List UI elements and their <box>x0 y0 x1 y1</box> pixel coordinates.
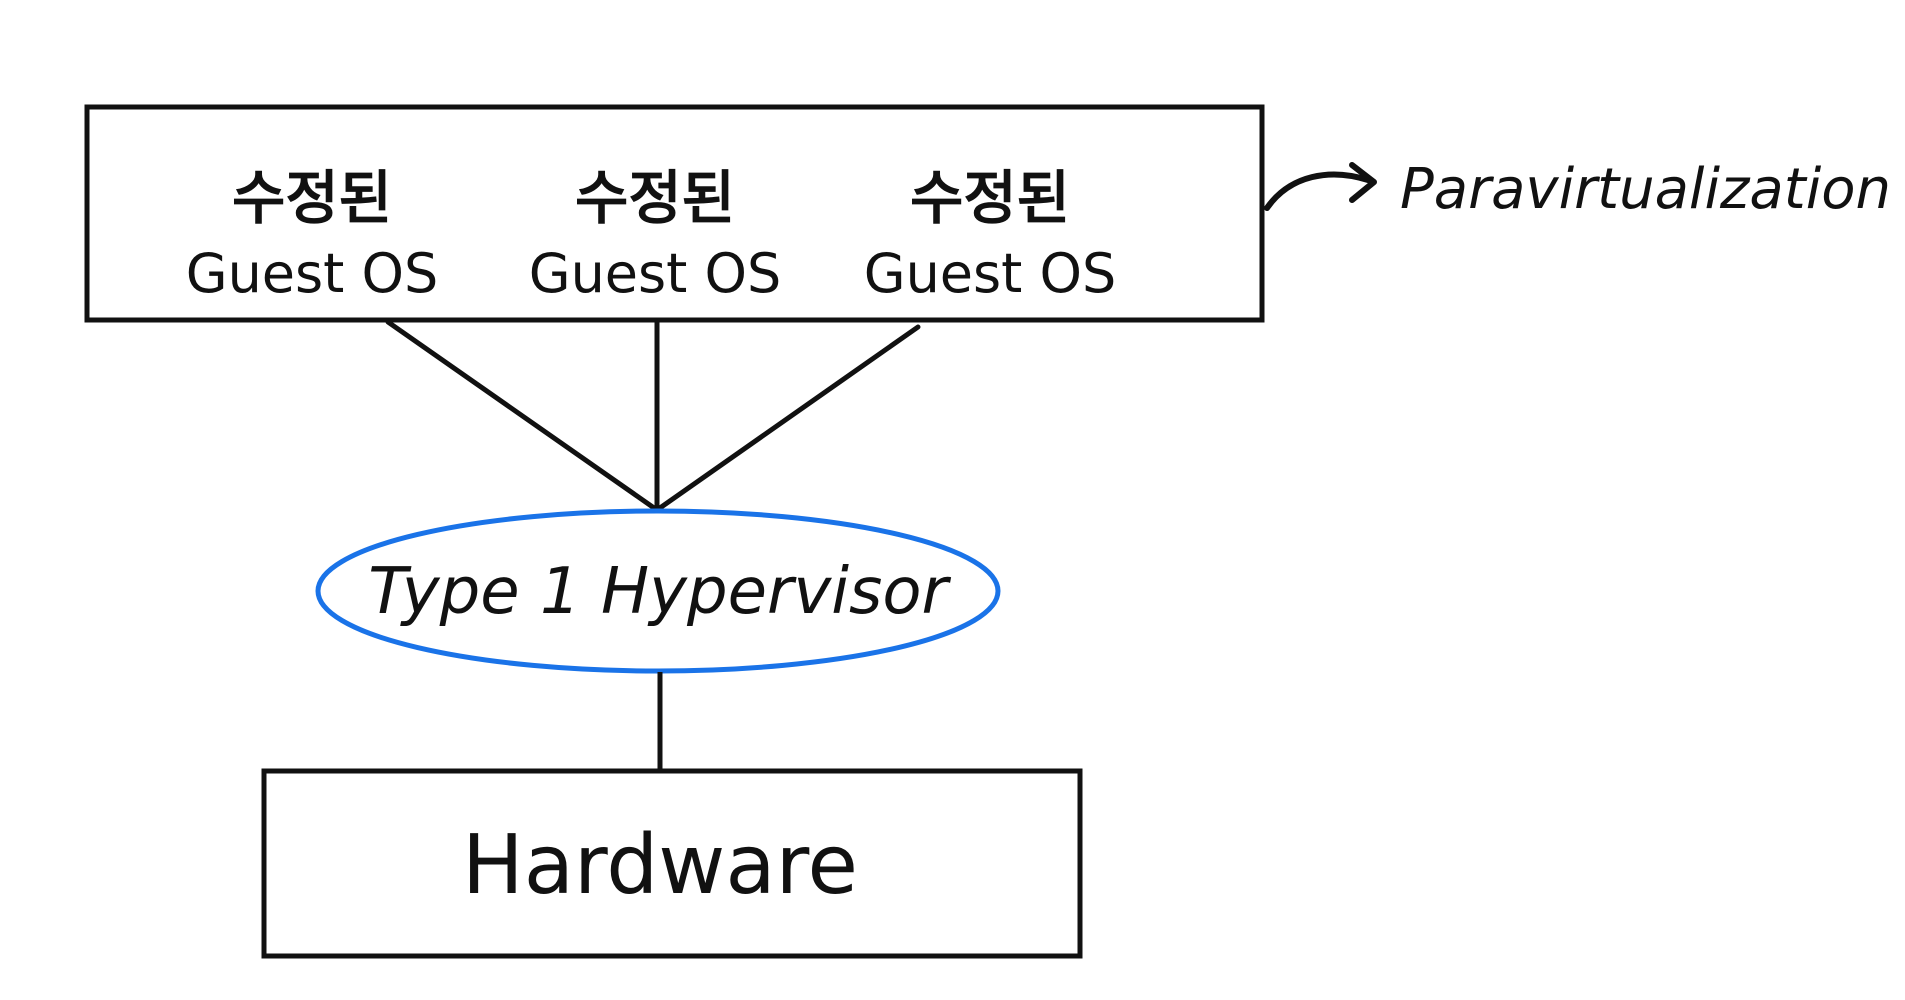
guest-os-3: 수정된 Guest OS <box>864 164 1117 305</box>
hypervisor-ellipse <box>315 508 1001 674</box>
guest-3-os-label: Guest OS <box>864 242 1117 305</box>
connector-guest-3 <box>654 324 921 513</box>
guest-3-modified-label: 수정된 <box>910 164 1070 232</box>
paravirtualization-arrow <box>1264 171 1371 211</box>
hypervisor-label: Type 1 Hypervisor <box>368 555 951 629</box>
hardware-box <box>261 768 1083 959</box>
connector-guest-1 <box>385 319 660 513</box>
hardware-label: Hardware <box>462 818 858 913</box>
guest-2-os-label: Guest OS <box>529 242 782 305</box>
guest-os-2: 수정된 Guest OS <box>529 164 782 305</box>
guest-os-1: 수정된 Guest OS <box>186 164 439 305</box>
guest-2-modified-label: 수정된 <box>575 164 735 232</box>
guest-1-modified-label: 수정된 <box>232 164 392 232</box>
guest-os-box <box>84 104 1265 323</box>
guest-1-os-label: Guest OS <box>186 242 439 305</box>
arrow-head-icon <box>1349 162 1377 203</box>
paravirtualization-label: Paravirtualization <box>1400 157 1891 222</box>
